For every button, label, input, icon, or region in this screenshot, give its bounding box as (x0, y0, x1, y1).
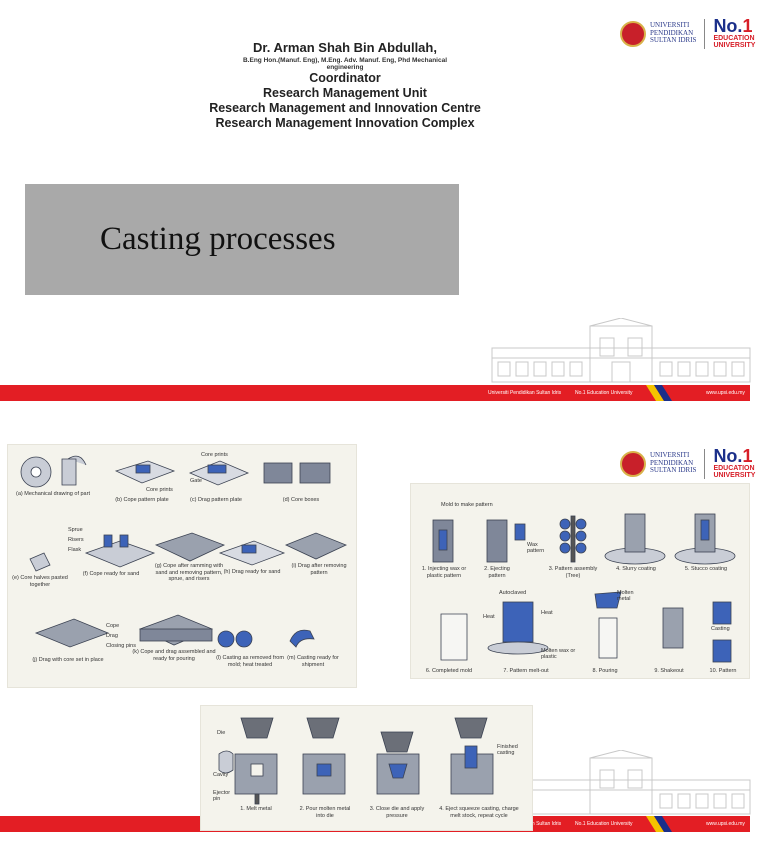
title-box: Casting processes (25, 184, 459, 295)
logo-text-1: UNIVERSITI (650, 21, 690, 30)
label-flask: Flask (68, 547, 82, 553)
caption-e: (e) Core halves pasted together (12, 575, 68, 588)
die-casting-drawings (218, 717, 494, 805)
caption-d: (d) Core boxes (282, 497, 320, 503)
caption-2: 2. Ejecting pattern (484, 566, 510, 579)
author-block: Dr. Arman Shah Bin Abdullah, B.Eng Hon.(… (0, 40, 690, 131)
logo-text-3: SULTAN IDRIS (650, 466, 697, 475)
caption-6: 6. Completed mold (425, 668, 473, 674)
label-wax-pattern: Wax pattern (527, 542, 545, 554)
footer-stripe: Universiti Pendidikan Sultan Idris No.1 … (0, 385, 750, 401)
edu-text: EDUCATION (713, 35, 755, 42)
investment-casting-drawings (432, 513, 736, 663)
university-seal-icon (620, 450, 646, 477)
uni-text: UNIVERSITY (713, 42, 756, 49)
author-name: Dr. Arman Shah Bin Abdullah, (253, 40, 437, 55)
die-casting-figure: Die Cavity Ejector pin Finished casting … (200, 705, 533, 831)
university-seal-icon (620, 20, 646, 47)
logo-text-3: SULTAN IDRIS (650, 36, 697, 45)
footer-url: www.upsi.edu.my (706, 821, 745, 827)
label-risers: Risers (68, 537, 84, 543)
caption-8: 8. Pouring (592, 668, 618, 674)
label-drag: Drag (106, 633, 118, 639)
caption-die-3: 3. Close die and apply pressure (369, 806, 425, 819)
footer-url: www.upsi.edu.my (706, 390, 745, 396)
label-mold-pattern: Mold to make pattern (441, 502, 493, 508)
caption-a: (a) Mechanical drawing of part (16, 491, 90, 497)
caption-m: (m) Casting ready for shipment (287, 655, 339, 668)
label-closing-pins: Closing pins (106, 643, 136, 649)
footer-tagline: No.1 Education University (575, 821, 633, 827)
label-cope: Cope (106, 623, 120, 629)
stripe-accent-icon (646, 385, 672, 401)
caption-3: 3. Pattern assembly (Tree) (548, 566, 598, 579)
caption-l: (l) Casting as removed from mold; heat t… (216, 655, 284, 668)
caption-7: 7. Pattern melt-out (503, 668, 549, 674)
no1-number: 1 (742, 446, 753, 466)
caption-c: (c) Drag pattern plate (190, 497, 242, 503)
label-autoclaved: Autoclaved (499, 590, 527, 596)
author-centre: Research Management and Innovation Centr… (209, 101, 481, 115)
slide-title: Casting processes (100, 221, 336, 257)
building-sketch-icon (491, 318, 751, 383)
author-complex: Research Management Innovation Complex (215, 116, 475, 130)
label-heat-right: Heat (541, 610, 553, 616)
edu-text: EDUCATION (713, 465, 755, 472)
caption-f: (f) Cope ready for sand (82, 571, 140, 577)
no1-badge: No.1 EDUCATION UNIVERSITY (713, 446, 756, 479)
caption-5: 5. Stucco coating (684, 566, 728, 572)
footer-university: Universiti Pendidikan Sultan Idris (488, 390, 562, 396)
caption-4: 4. Slurry coating (616, 566, 656, 572)
caption-k: (k) Cope and drag assembled and ready fo… (132, 649, 216, 662)
logo-divider (704, 18, 706, 49)
label-finished-casting: Finished casting (497, 744, 518, 756)
no1-text: No. (713, 446, 743, 466)
caption-10: 10. Pattern (709, 668, 737, 674)
label-core-prints: Core prints (146, 487, 173, 493)
footer-tagline: No.1 Education University (575, 390, 633, 396)
caption-b: (b) Cope pattern plate (115, 497, 169, 503)
no1-badge: No.1 EDUCATION UNIVERSITY (713, 16, 756, 49)
logo-divider (704, 448, 706, 479)
no1-text: No. (713, 16, 743, 36)
upsi-logo-2: UNIVERSITI PENDIDIKAN SULTAN IDRIS No.1 … (620, 446, 756, 479)
logo-text-1: UNIVERSITI (650, 451, 690, 460)
caption-die-1: 1. Melt metal (240, 806, 272, 812)
upsi-logo: UNIVERSITI PENDIDIKAN SULTAN IDRIS No.1 … (620, 16, 756, 49)
author-credentials-cont: engineering (326, 64, 364, 71)
caption-h: (h) Drag ready for sand (223, 569, 281, 575)
caption-g: (g) Cope after ramming with sand and rem… (154, 563, 224, 582)
sand-casting-drawings (20, 455, 348, 648)
label-gate: Gate (190, 478, 202, 484)
author-role: Coordinator (309, 71, 381, 85)
caption-9: 9. Shakeout (654, 668, 684, 674)
caption-die-2: 2. Pour molten metal into die (299, 806, 351, 819)
label-heat-left: Heat (483, 614, 495, 620)
no1-number: 1 (742, 16, 753, 36)
label-core-prints-top: Core prints (201, 452, 228, 458)
label-die: Die (217, 730, 226, 736)
caption-die-4: 4. Eject squeeze casting, charge melt st… (439, 806, 519, 819)
logo-text-2: PENDIDIKAN (650, 28, 694, 37)
uni-text: UNIVERSITY (713, 472, 756, 479)
author-unit: Research Management Unit (263, 86, 427, 100)
label-casting: Casting (711, 626, 730, 632)
sand-casting-figure: Core prints Core prints Gate Sprue Riser… (7, 444, 357, 688)
logo-text-2: PENDIDIKAN (650, 458, 694, 467)
label-cavity: Cavity (213, 772, 229, 778)
investment-casting-figure: Mold to make pattern Wax pattern Autocla… (410, 483, 750, 679)
caption-1: 1. Injecting wax or plastic pattern (421, 566, 467, 579)
label-molten-metal: Molten metal (617, 590, 634, 602)
stripe-accent-icon (646, 816, 672, 832)
label-sprue: Sprue (68, 527, 83, 533)
caption-j: (j) Drag with core set in place (32, 657, 104, 663)
author-credentials: B.Eng Hon.(Manuf. Eng), M.Eng. Adv. Manu… (242, 57, 448, 64)
label-ejector-pin: Ejector pin (213, 790, 231, 802)
caption-i: (i) Drag after removing pattern (291, 563, 347, 576)
label-molten-wax: Molten wax or plastic (541, 648, 576, 660)
